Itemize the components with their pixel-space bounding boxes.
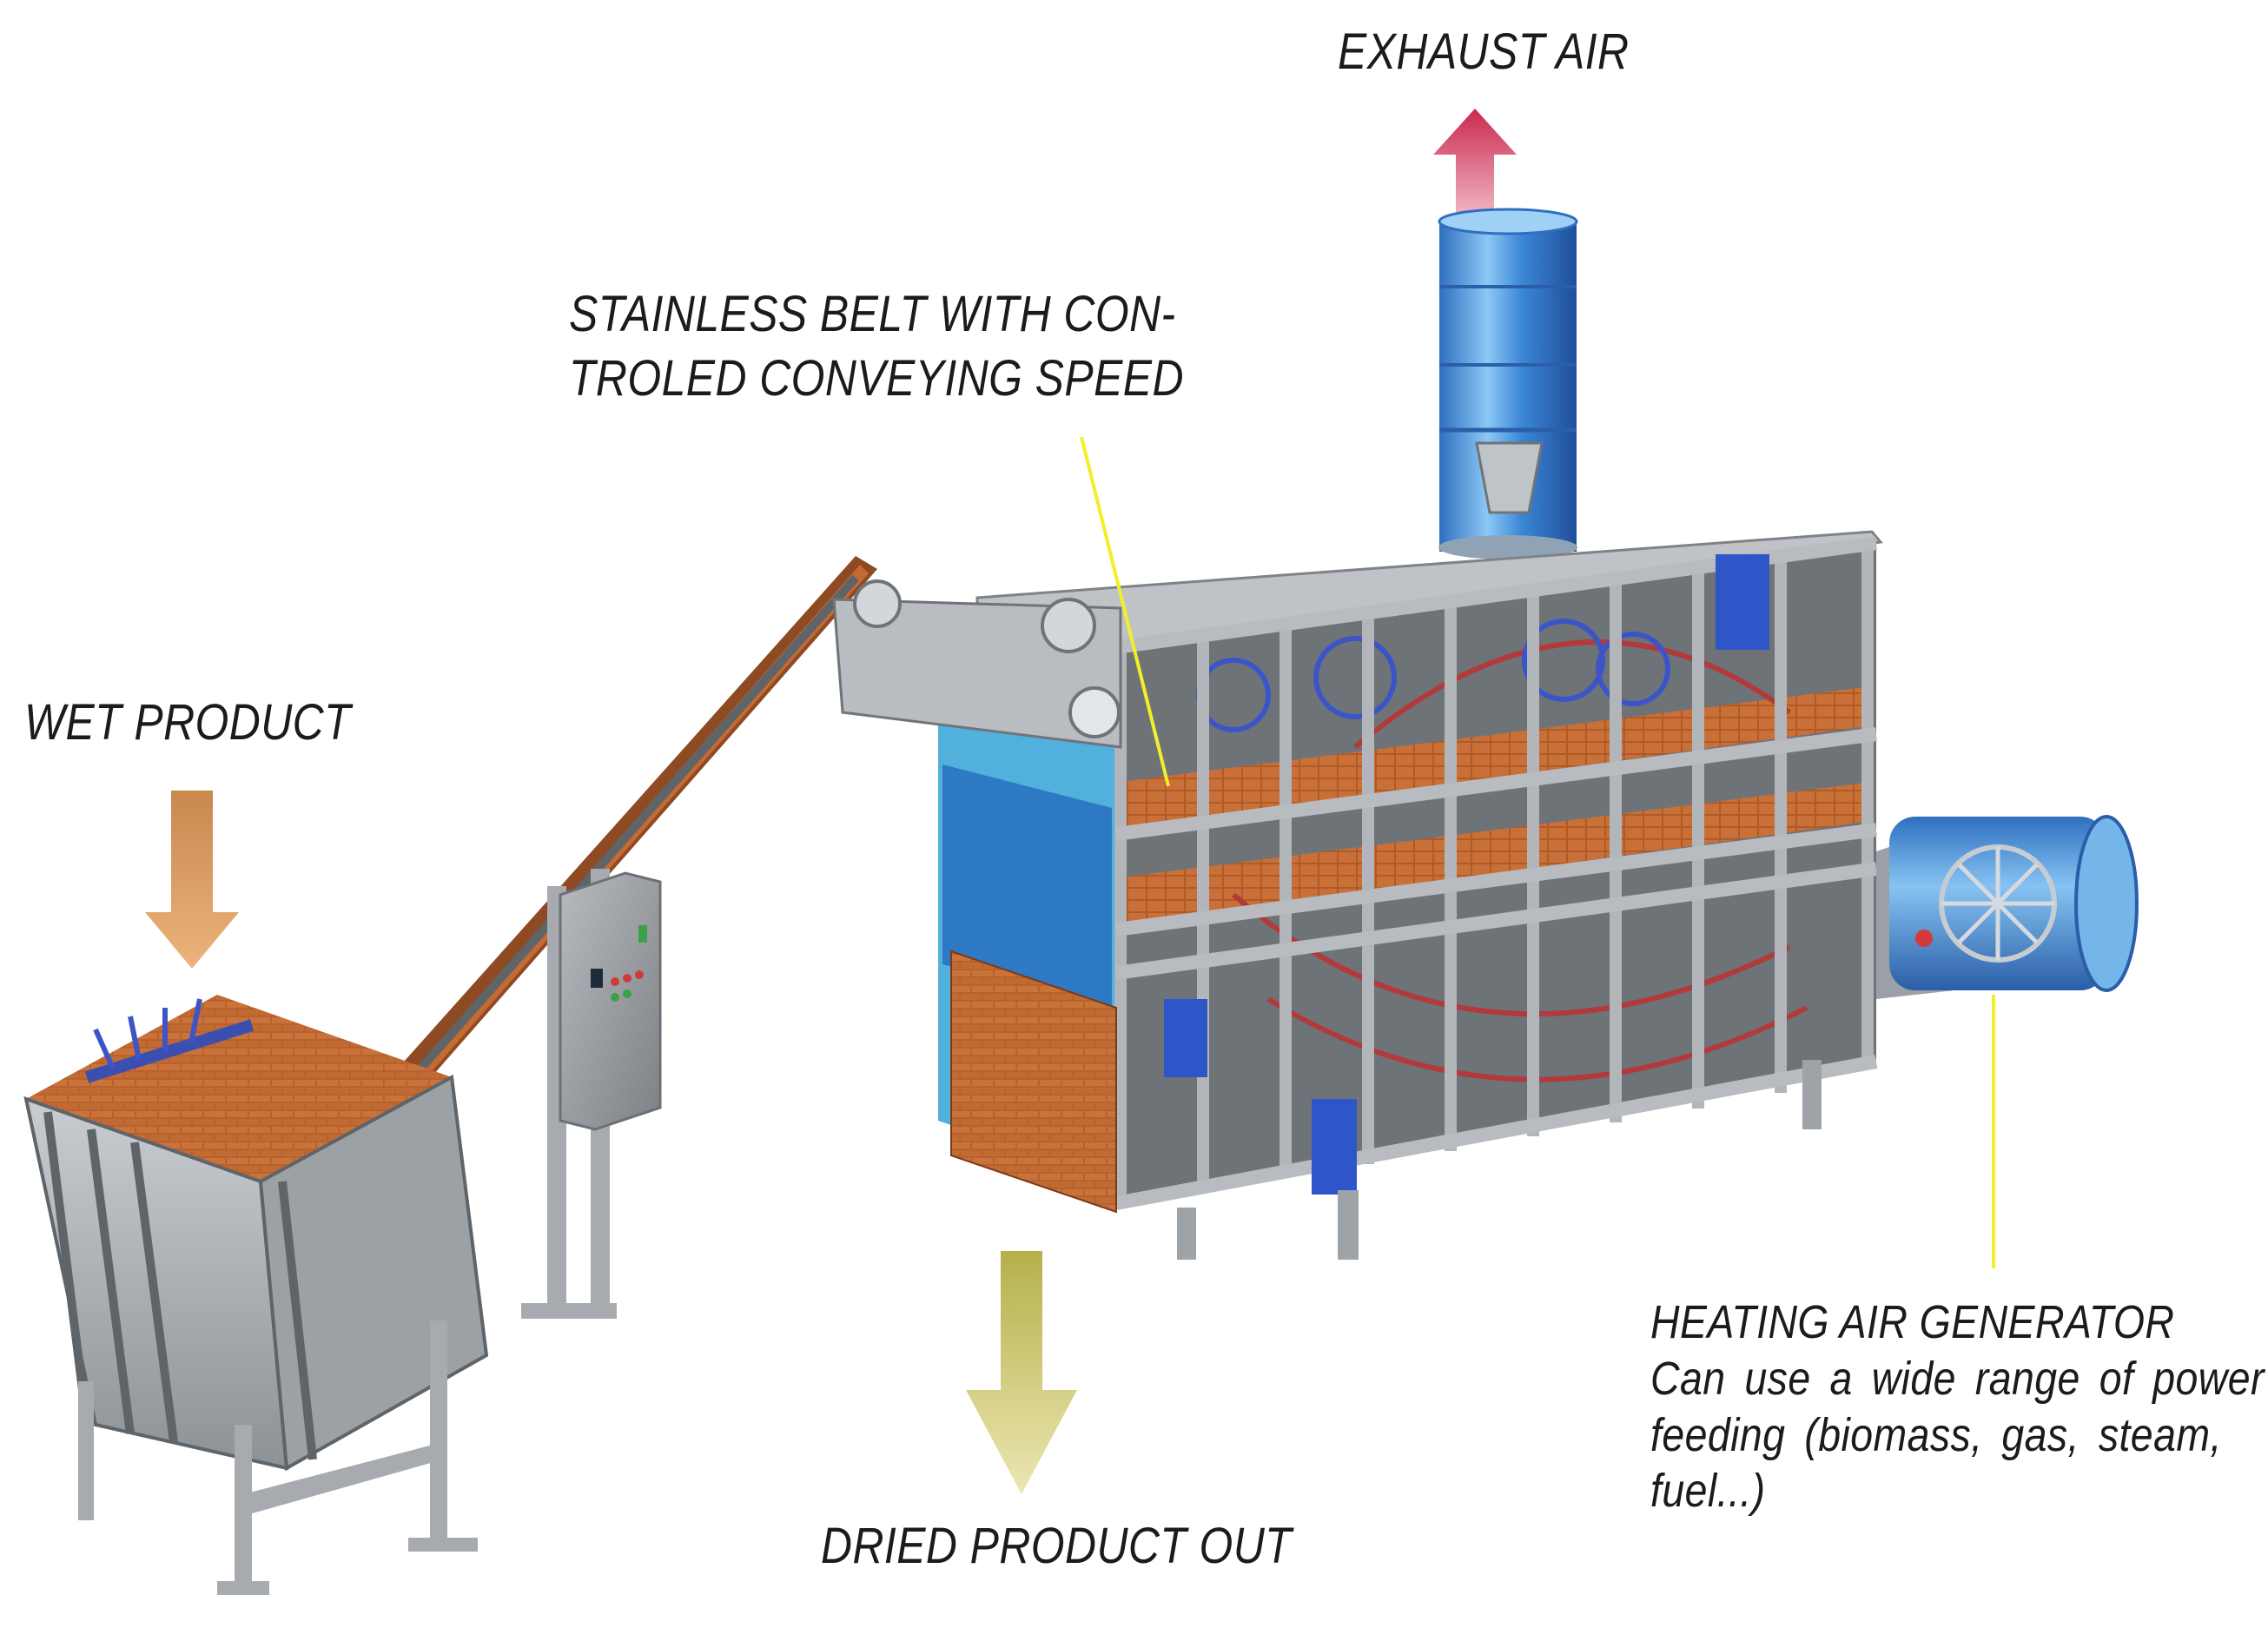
heating-air-generator-desc-line3: fuel...) [1650, 1465, 1766, 1518]
belt-leader-line [1080, 436, 1170, 787]
wet-product-arrow [145, 791, 239, 969]
exhaust-air-arrow [1433, 109, 1517, 217]
stainless-belt-label-line2: TROLED CONVEYING SPEED [569, 350, 1184, 407]
wet-product-label: WET PRODUCT [24, 694, 352, 751]
control-cabinet [559, 871, 662, 1131]
stainless-belt-label-line1: STAINLESS BELT WITH CON- [569, 286, 1176, 342]
feed-hopper [23, 995, 489, 1595]
exhaust-chimney [1438, 208, 1578, 559]
heating-air-generator-title: HEATING AIR GENERATOR [1650, 1296, 2175, 1348]
exhaust-air-label: EXHAUST AIR [1338, 23, 1630, 80]
stainless-belt-label: STAINLESS BELT WITH CON- TROLED CONVEYIN… [569, 282, 1184, 411]
heating-air-generator [1876, 815, 2139, 999]
heating-air-generator-desc-line1: Can use a wide range of power [1650, 1352, 2265, 1405]
heating-air-generator-desc-line2: feeding (biomass, gas, steam, [1650, 1408, 2222, 1461]
heating-air-generator-label: HEATING AIR GENERATOR Can use a wide ran… [1650, 1294, 2265, 1519]
dried-product-label: DRIED PRODUCT OUT [821, 1518, 1293, 1574]
dried-product-arrow [966, 1251, 1077, 1494]
discharge-chute [950, 950, 1117, 1214]
